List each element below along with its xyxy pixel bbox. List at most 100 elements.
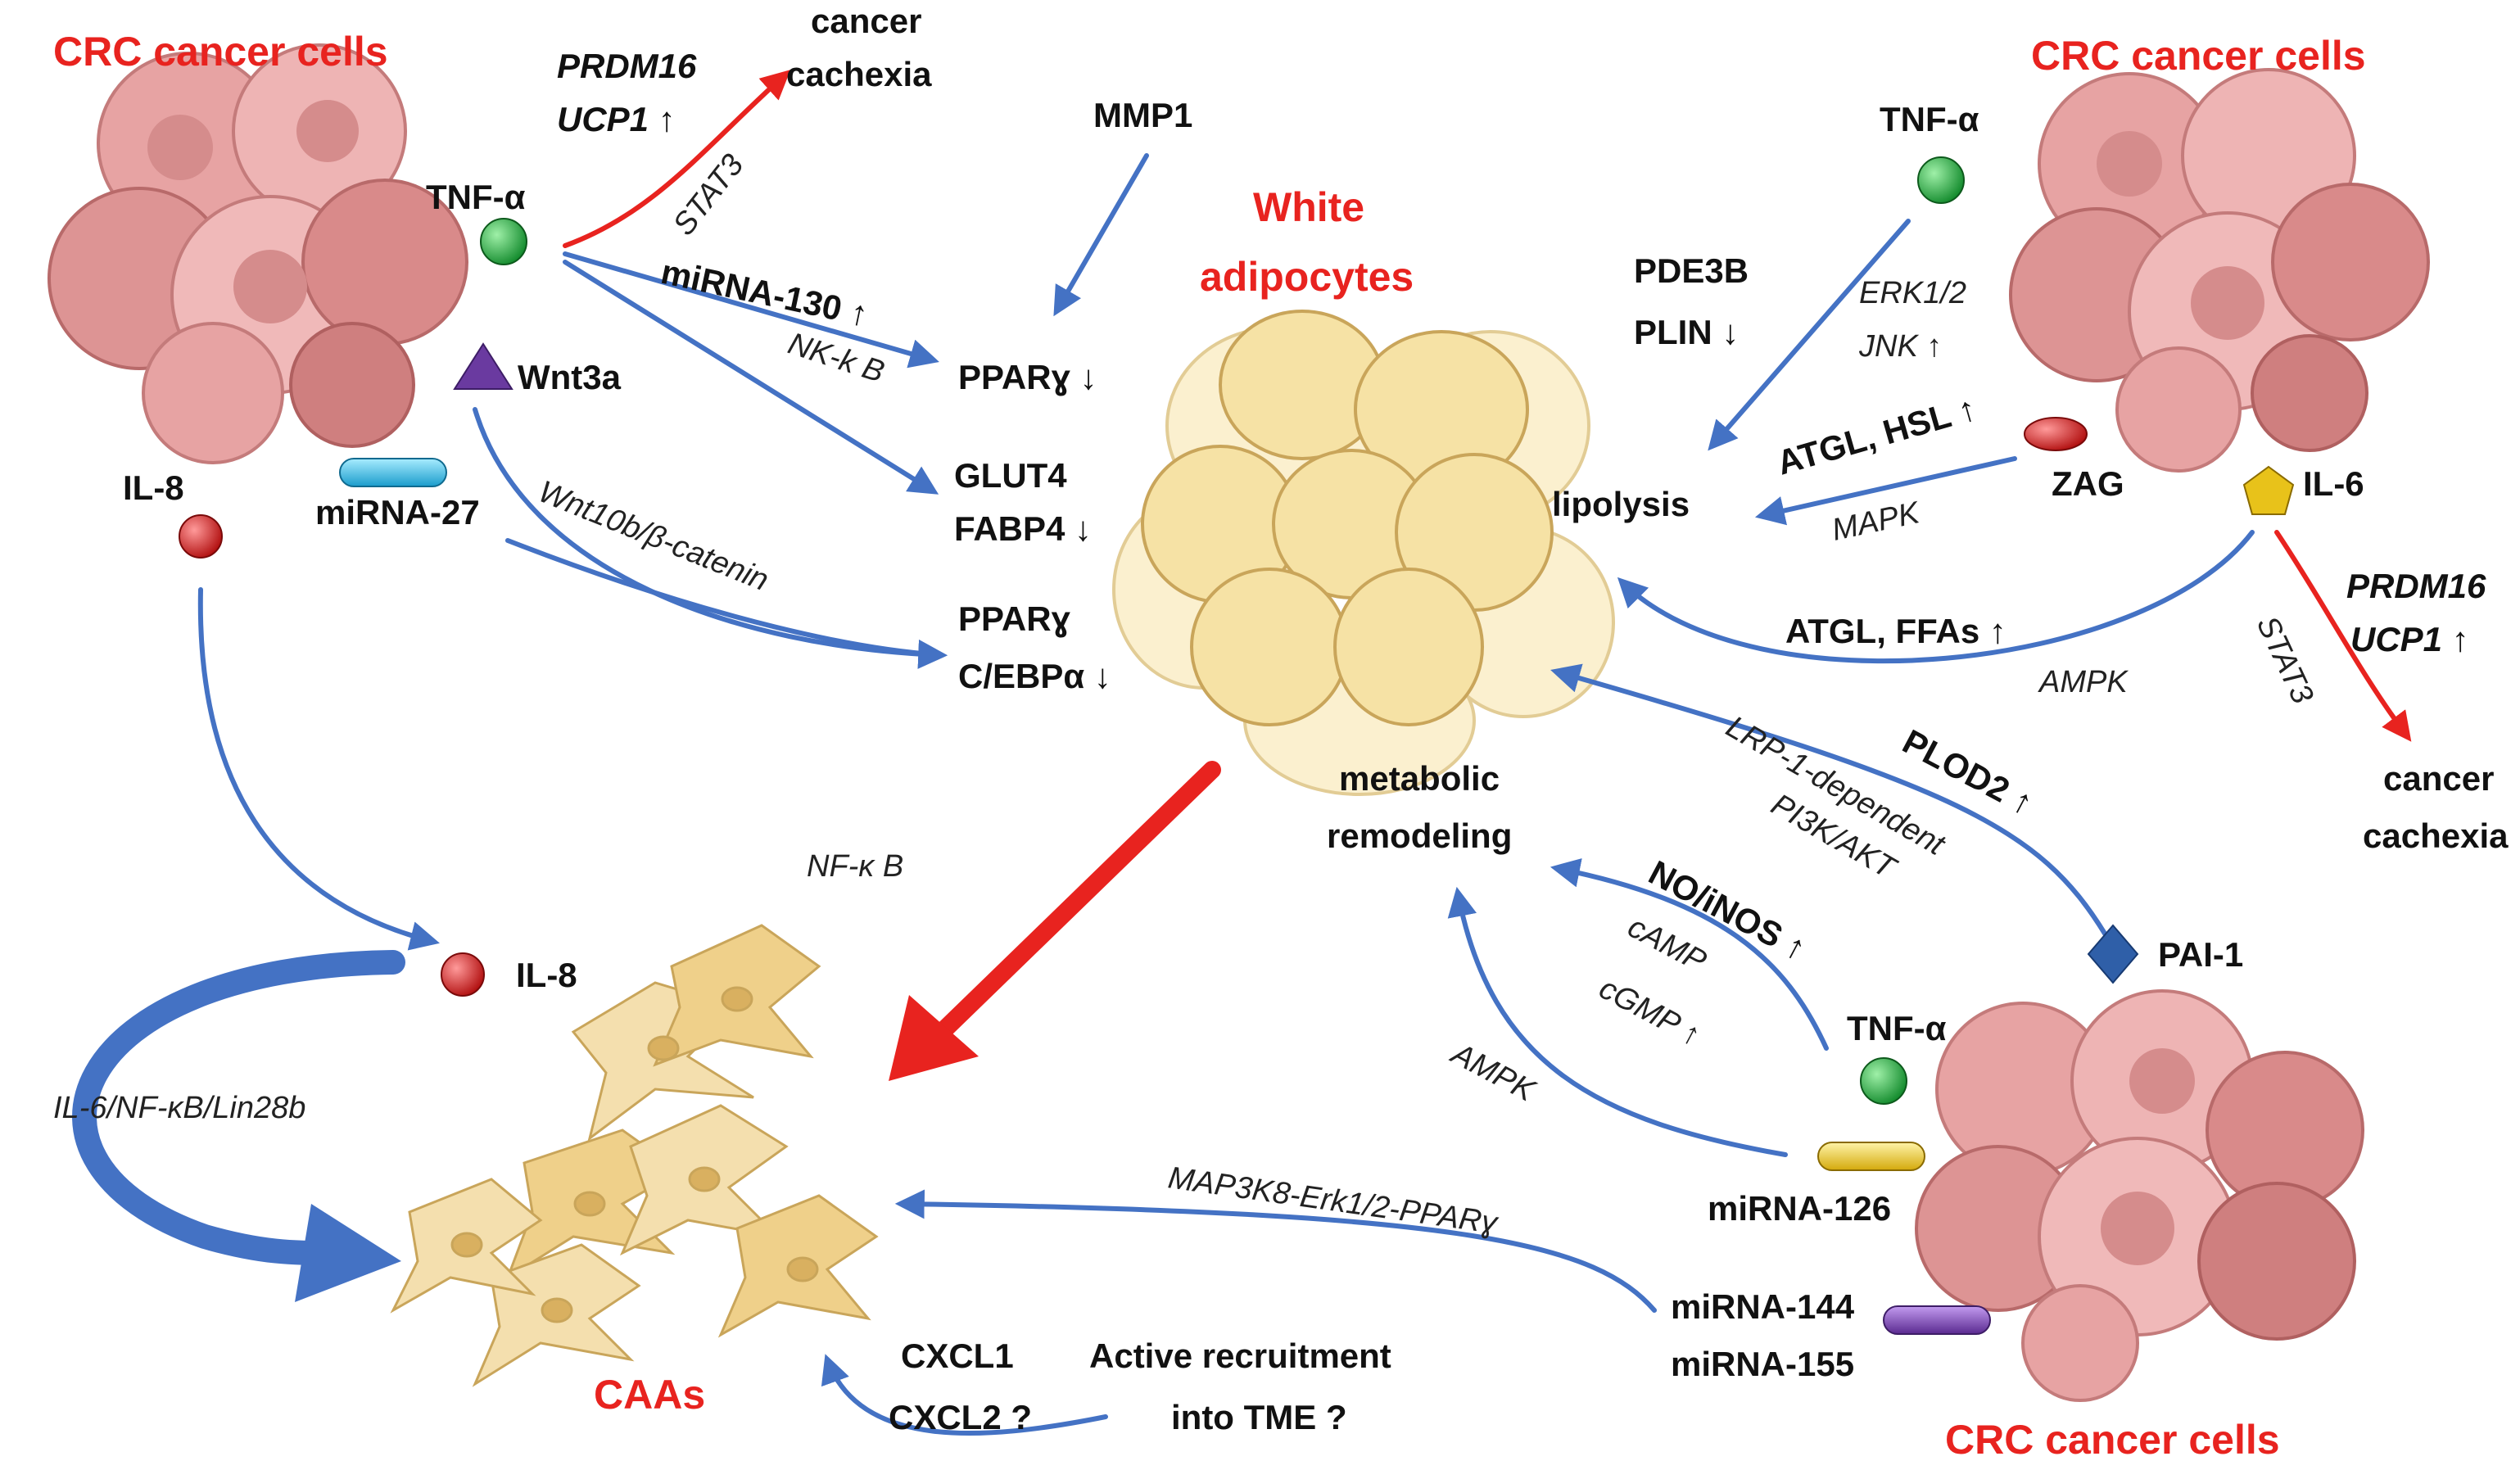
label-mapk: MAPK (1829, 495, 1924, 548)
mirna27-marker (339, 458, 447, 487)
label-jnk: JNK ↑ (1858, 329, 1942, 364)
label-wnt10b: Wnt10b/β-catenin (534, 474, 773, 598)
arrow-il6-nfkb-lin28b-head (295, 1204, 401, 1302)
label-mirna130: miRNA-130 ↑ (658, 252, 871, 333)
caas-cluster (390, 924, 879, 1387)
label-tnf-br: TNF-α (1847, 1009, 1947, 1047)
title-white-adipocytes-2: adipocytes (1200, 254, 1414, 300)
label-prdm16-tr: PRDM16 (2346, 567, 2486, 605)
label-atgl-hsl: ATGL, HSL ↑ (1773, 388, 1981, 482)
label-tnf-tr: TNF-α (1880, 100, 1979, 138)
mirna126-marker (1817, 1142, 1925, 1171)
arrow-zag-to-lipolysis (1754, 456, 2017, 526)
label-pai1: PAI-1 (2158, 935, 2243, 974)
label-ucp1-tl: UCP1 ↑ (557, 100, 676, 138)
arrow-pai1-to-adipocytes (1550, 663, 2107, 936)
label-mirna27: miRNA-27 (315, 493, 480, 531)
molecule-markers (179, 156, 2295, 1335)
tnf-marker-bottom-right (1860, 1057, 1907, 1105)
arrow-mirna144-to-caas (894, 1189, 1657, 1313)
label-zag: ZAG (2052, 464, 2124, 503)
label-mmp1: MMP1 (1093, 96, 1192, 134)
label-plin: PLIN ↓ (1634, 313, 1739, 351)
label-glut4: GLUT4 (954, 456, 1067, 495)
arrow-il6-to-lipolysis (1617, 530, 2255, 664)
label-fabp4: FABP4 ↓ (954, 509, 1092, 548)
arrow-il6-nfkb-lin28b (72, 950, 405, 1265)
arrow-il6-to-cachexia-right (2274, 530, 2412, 742)
label-pparg-1: PPARɣ ↓ (958, 358, 1097, 396)
arrow-wnt3a-to-cebpa (473, 407, 948, 669)
titles: CRC cancer cells CRC cancer cells CRC ca… (53, 29, 2366, 1463)
il6-marker (2242, 465, 2295, 515)
label-pde3b: PDE3B (1634, 251, 1749, 290)
label-erk12: ERK1/2 (1859, 276, 1966, 310)
label-nfkb-center: NF-κ B (807, 849, 903, 884)
label-active-recruit-2: into TME ? (1171, 1398, 1347, 1436)
arrow-adipocytes-to-caas (925, 761, 1221, 1049)
label-stat3-tl: STAT3 (667, 148, 750, 242)
title-crc-bottom-right: CRC cancer cells (1945, 1417, 2280, 1463)
arrow-mirna27-to-cebpa (505, 538, 944, 658)
label-tnf-tl: TNF-α (426, 178, 526, 216)
il8-marker-top (179, 514, 223, 559)
arrow-mmp1-to-pparg (1053, 153, 1149, 317)
label-ampk-br: AMPK (1445, 1036, 1541, 1109)
label-nfkb-tl: NK-k B (784, 327, 888, 390)
arrow-mirna126-to-metabolic (1447, 886, 1788, 1157)
label-stat3-tr: STAT3 (2250, 611, 2320, 709)
label-camp: cAMP (1622, 910, 1712, 979)
white-adipocytes-cluster (1112, 310, 1615, 796)
label-mirna144: miRNA-144 (1671, 1287, 1855, 1326)
label-cebpa: C/EBPα ↓ (958, 657, 1111, 695)
label-metabolic-2: remodeling (1327, 816, 1512, 855)
title-crc-top-left: CRC cancer cells (53, 29, 388, 75)
label-active-recruit-1: Active recruitment (1089, 1337, 1391, 1375)
title-caas: CAAs (594, 1372, 705, 1418)
crc-cells-bottom-right (1915, 989, 2364, 1402)
label-atgl-ffas: ATGL, FFAs ↑ (1785, 612, 2006, 650)
label-il6-nfkb-lin28b: IL-6/NF-κB/Lin28b (53, 1091, 305, 1125)
label-mirna126: miRNA-126 (1708, 1189, 1891, 1228)
label-ampk-tr: AMPK (2038, 665, 2129, 699)
label-cxcl1: CXCL1 (901, 1337, 1014, 1375)
tnf-marker-top-right (1917, 156, 1965, 204)
label-cachexia-tl-2: cachexia (786, 55, 932, 93)
pai1-marker (2087, 924, 2139, 984)
label-il8-mid: IL-8 (516, 956, 577, 994)
label-cgmp: cGMP ↑ (1594, 971, 1707, 1053)
title-crc-top-right: CRC cancer cells (2031, 33, 2366, 79)
arrow-tnf-to-glut4 (563, 260, 939, 495)
label-pparg-2: PPARɣ (958, 599, 1071, 638)
arrow-tnf-to-lipolysis (1708, 219, 1911, 451)
arrow-adipocytes-to-caas-head (889, 995, 979, 1081)
label-prdm16-tl: PRDM16 (557, 47, 697, 85)
crc-cells-top-right (2009, 68, 2430, 473)
arrow-tnf-to-cachexia-left (563, 70, 791, 248)
label-cancer-tl-1: cancer (811, 2, 921, 40)
tnf-marker-top-left (480, 218, 527, 265)
arrow-recruitment-to-caas (821, 1354, 1108, 1436)
label-plod2: PLOD2 ↑ (1897, 721, 2040, 822)
arrow-tnf-to-metabolic (1550, 858, 1829, 1051)
arrow-il8-to-il8 (197, 587, 440, 951)
label-map3k8: MAP3K8-Erk1/2-PPARɣ (1166, 1160, 1501, 1241)
wnt3a-marker (453, 342, 514, 390)
label-mirna155: miRNA-155 (1671, 1345, 1854, 1383)
label-lipolysis: lipolysis (1552, 485, 1690, 523)
zag-marker (2024, 417, 2088, 451)
mirna144-marker (1883, 1305, 1991, 1335)
label-cancer-tr-1: cancer (2383, 759, 2494, 798)
title-white-adipocytes-1: White (1253, 184, 1364, 230)
label-wnt3a: Wnt3a (518, 358, 622, 396)
label-il8-tl: IL-8 (123, 468, 184, 507)
label-ucp1-tr: UCP1 ↑ (2350, 620, 2469, 658)
label-cachexia-tr-2: cachexia (2363, 816, 2509, 855)
label-il6: IL-6 (2303, 464, 2364, 503)
arrows (72, 70, 2412, 1436)
il8-marker-mid (441, 952, 485, 997)
crc-cells-top-left (48, 43, 468, 464)
label-metabolic-1: metabolic (1339, 759, 1500, 798)
